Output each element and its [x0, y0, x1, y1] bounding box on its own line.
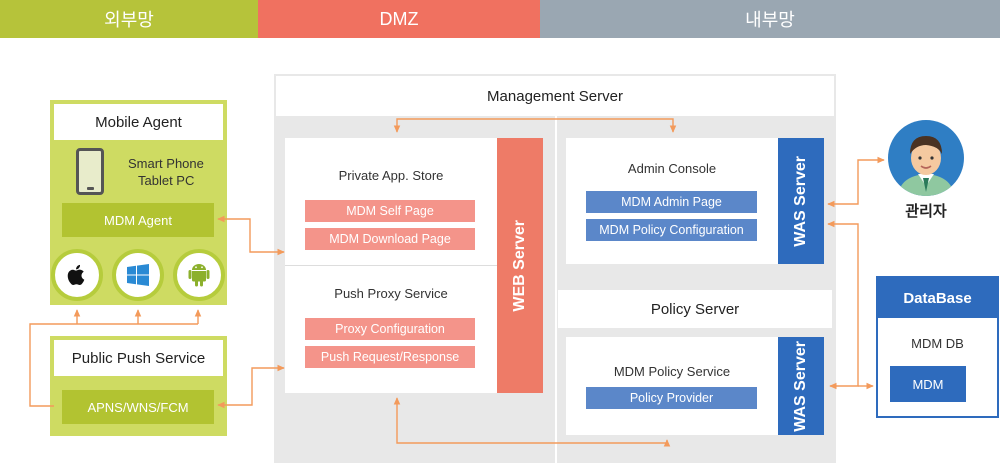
mdm-db-label: MDM DB	[911, 335, 964, 351]
mobile-agent-title: Mobile Agent	[54, 104, 223, 140]
public-push-title: Public Push Service	[54, 340, 223, 376]
push-request-response: Push Request/Response	[305, 346, 475, 368]
was-to-db-arrow	[827, 220, 859, 390]
mdm-policy-service-title: MDM Policy Service	[613, 363, 731, 379]
zone-divider	[555, 116, 557, 463]
apple-icon	[51, 249, 103, 301]
database-panel: DataBase MDM DB MDM	[876, 276, 999, 418]
dmz-service-divider	[285, 265, 497, 266]
was-server-policy: WAS Server	[778, 337, 824, 435]
mdm-self-page: MDM Self Page	[305, 200, 475, 222]
policy-server-title: Policy Server	[558, 290, 832, 328]
admin-console-title: Admin Console	[627, 160, 717, 176]
zone-dmz: DMZ	[258, 0, 540, 38]
mdm-download-page: MDM Download Page	[305, 228, 475, 250]
device-line2: Tablet PC	[138, 173, 195, 188]
top-connection-arrow	[393, 118, 677, 133]
admin-avatar-icon	[888, 120, 964, 196]
database-title: DataBase	[878, 278, 997, 318]
management-server-title: Management Server	[276, 76, 834, 116]
admin-user-label: 관리자	[905, 202, 947, 220]
zone-internal-label: 내부망	[745, 10, 795, 30]
was-to-admin-arrow	[827, 156, 885, 208]
zone-external: 외부망	[0, 0, 258, 38]
mdm-admin-page: MDM Admin Page	[586, 191, 757, 213]
windows-icon	[112, 249, 164, 301]
zone-dmz-label: DMZ	[379, 8, 419, 29]
agent-to-web-arrow	[217, 215, 285, 256]
smartphone-icon	[76, 148, 104, 195]
zone-external-label: 외부망	[104, 10, 154, 30]
zone-internal: 내부망	[540, 0, 1000, 38]
mdm-db-box: MDM	[890, 366, 966, 402]
web-server: WEB Server	[497, 138, 543, 393]
was-server-admin: WAS Server	[778, 138, 824, 264]
device-line1: Smart Phone	[128, 156, 204, 171]
apns-box: APNS/WNS/FCM	[62, 390, 214, 424]
mdm-agent-box: MDM Agent	[62, 203, 214, 237]
push-to-os-line	[29, 323, 198, 407]
mdm-policy-configuration: MDM Policy Configuration	[586, 219, 757, 241]
push-proxy-title: Push Proxy Service	[334, 285, 448, 301]
proxy-configuration: Proxy Configuration	[305, 318, 475, 340]
private-store-title: Private App. Store	[338, 167, 444, 183]
bottom-connection-arrow	[393, 397, 671, 447]
android-icon	[173, 249, 225, 301]
public-push-panel: Public Push Service APNS/WNS/FCM	[50, 336, 227, 436]
apns-to-proxy-arrow	[217, 364, 285, 409]
